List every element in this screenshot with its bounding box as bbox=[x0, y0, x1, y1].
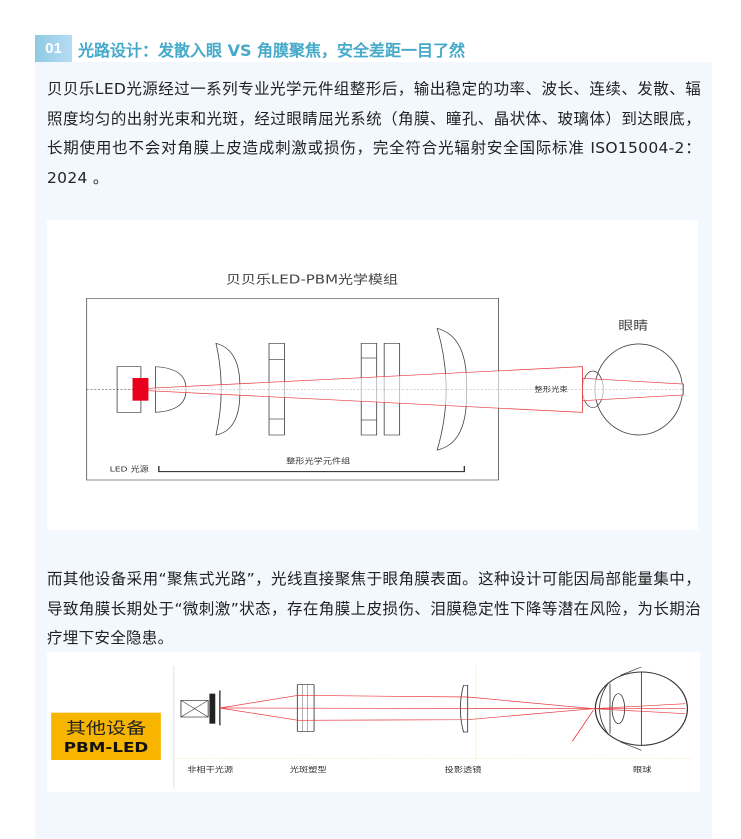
pbm-optics-diagram: 贝贝乐LED-PBM光学模组 眼睛 整形光束 LED 光源 整形光学元件组 bbox=[47, 220, 698, 530]
label-light-source: 非相干光源 bbox=[187, 765, 234, 774]
focused-optics-diagram: 其他设备 PBM-LED 非相干光源 光斑塑型 投影透镜 眼球 bbox=[47, 652, 700, 792]
section-title: 光路设计：发散入眼 VS 角膜聚焦，安全差距一目了然 bbox=[78, 40, 466, 60]
svg-text:PBM-LED: PBM-LED bbox=[64, 740, 149, 756]
section-header: 01 光路设计：发散入眼 VS 角膜聚焦，安全差距一目了然 bbox=[35, 35, 465, 62]
optics-label: 整形光学元件组 bbox=[286, 456, 350, 465]
led-source bbox=[132, 378, 149, 401]
label-spot-shaping: 光斑塑型 bbox=[290, 765, 327, 774]
comparison-paragraph: 而其他设备采用“聚焦式光路”，光线直接聚焦于眼角膜表面。这种设计可能因局部能量集… bbox=[47, 570, 701, 647]
beam-label: 整形光束 bbox=[534, 385, 568, 394]
label-eyeball: 眼球 bbox=[633, 765, 652, 774]
led-label: LED 光源 bbox=[110, 465, 150, 474]
diagram-title: 贝贝乐LED-PBM光学模组 bbox=[226, 273, 399, 287]
other-device-badge bbox=[51, 712, 161, 760]
intro-paragraph: 贝贝乐LED光源经过一系列专业光学元件组整形后，输出稳定的功率、波长、连续、发散… bbox=[47, 80, 701, 187]
label-projection-lens: 投影透镜 bbox=[445, 765, 483, 774]
svg-text:其他设备: 其他设备 bbox=[66, 720, 146, 739]
section-number-badge: 01 bbox=[35, 35, 72, 62]
eye-label: 眼睛 bbox=[618, 319, 648, 333]
